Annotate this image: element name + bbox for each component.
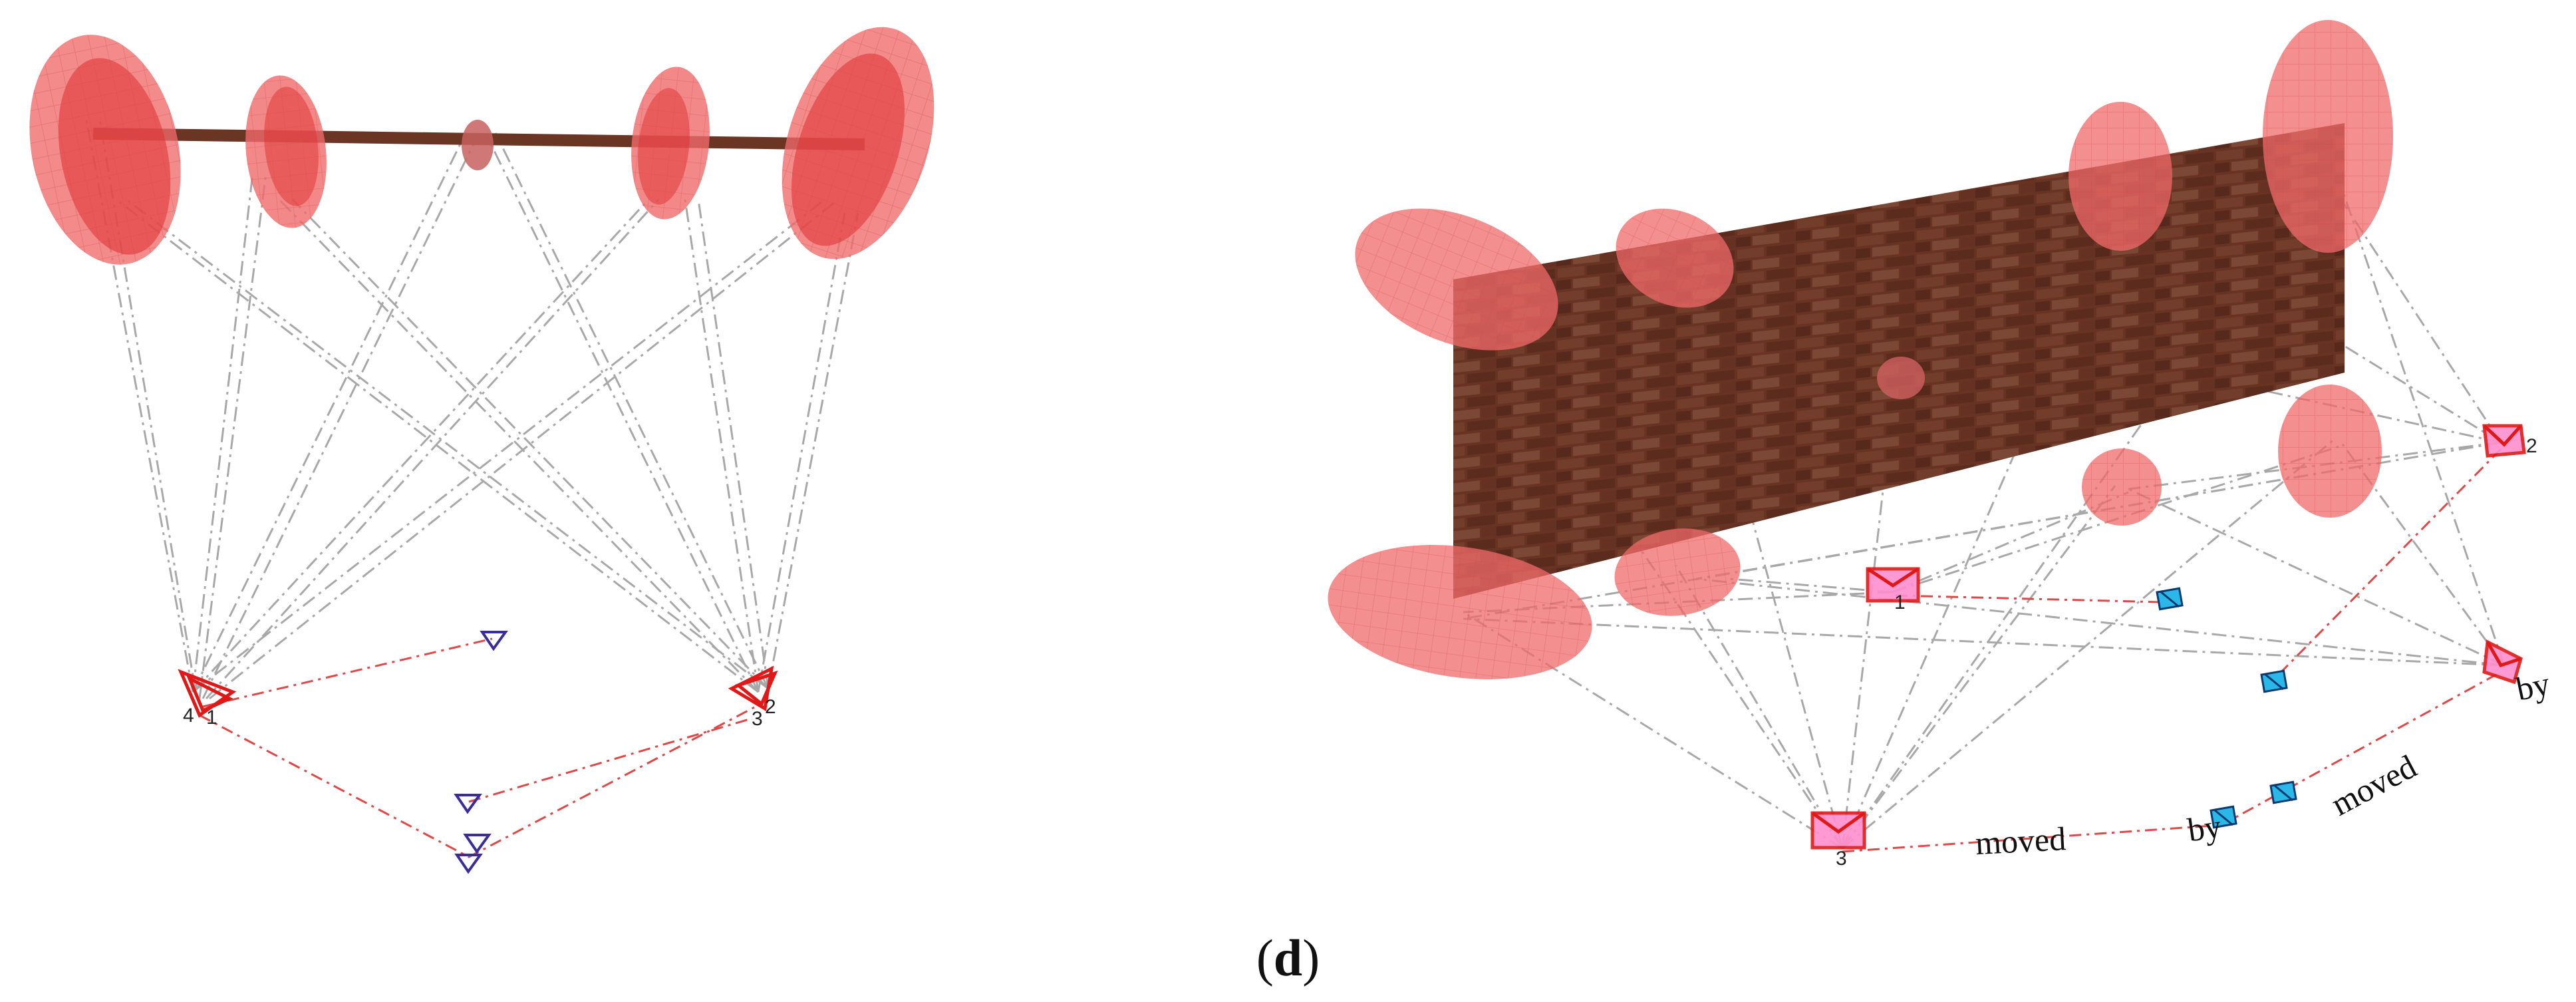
ellipsoid xyxy=(1328,545,1592,679)
path-annotation: by xyxy=(2513,665,2553,708)
ellipsoid xyxy=(782,27,934,259)
camera-marker xyxy=(734,670,778,707)
right-view: 1 2 3 moved by moved by xyxy=(1328,20,2553,870)
triangle-marker xyxy=(480,631,508,651)
moved-camera-marker xyxy=(2156,587,2184,611)
camera-label: 2 xyxy=(2526,435,2537,457)
moved-camera-marker xyxy=(2210,805,2237,829)
left-ellipsoids xyxy=(29,27,934,265)
camera-label: 3 xyxy=(1836,848,1847,870)
camera-marker xyxy=(1810,811,1866,850)
camera-marker xyxy=(2482,639,2523,685)
ellipsoid xyxy=(1877,357,1925,399)
triangle-marker xyxy=(463,834,492,854)
ellipsoid xyxy=(1614,528,1741,616)
right-cameras xyxy=(1810,424,2526,850)
camera-marker xyxy=(186,675,233,713)
moved-camera-marker xyxy=(2260,669,2288,693)
path-annotation: moved xyxy=(2325,747,2422,822)
caption-open: ( xyxy=(1256,929,1274,987)
left-camera-paths xyxy=(199,637,759,858)
caption-close: ) xyxy=(1302,929,1320,987)
ellipsoid xyxy=(462,120,494,170)
triangle-marker xyxy=(454,794,482,814)
left-view: 4 1 3 2 xyxy=(29,27,934,874)
path-annotation: by xyxy=(2186,807,2223,848)
ellipsoid xyxy=(245,75,327,228)
ellipsoid xyxy=(2278,385,2382,518)
figure-caption: (d) xyxy=(0,928,2576,988)
right-ellipsoids xyxy=(1328,20,2393,679)
camera-label: 1 xyxy=(1894,591,1906,613)
camera-label: 3 xyxy=(752,708,763,730)
ellipsoid xyxy=(631,67,710,220)
moved-camera-marker xyxy=(2269,780,2297,804)
ellipsoid xyxy=(2069,102,2172,251)
camera-marker xyxy=(1866,567,1920,603)
camera-label: 2 xyxy=(765,696,776,718)
ellipsoid xyxy=(29,35,181,265)
ellipsoid xyxy=(1355,208,1558,351)
right-moved-markers xyxy=(2156,587,2297,829)
ellipsoid xyxy=(1616,208,1734,308)
left-reference-markers xyxy=(454,631,508,874)
caption-letter: d xyxy=(1273,929,1303,987)
triangle-marker xyxy=(454,854,483,874)
path-annotation: moved xyxy=(1975,820,2067,862)
ellipsoid xyxy=(2263,20,2393,253)
camera-label: 1 xyxy=(206,707,217,729)
camera-label: 4 xyxy=(183,705,194,727)
camera-marker xyxy=(2482,424,2526,458)
left-cameras xyxy=(178,665,778,718)
ellipsoid xyxy=(2082,448,2162,526)
left-observation-rays xyxy=(85,119,859,700)
